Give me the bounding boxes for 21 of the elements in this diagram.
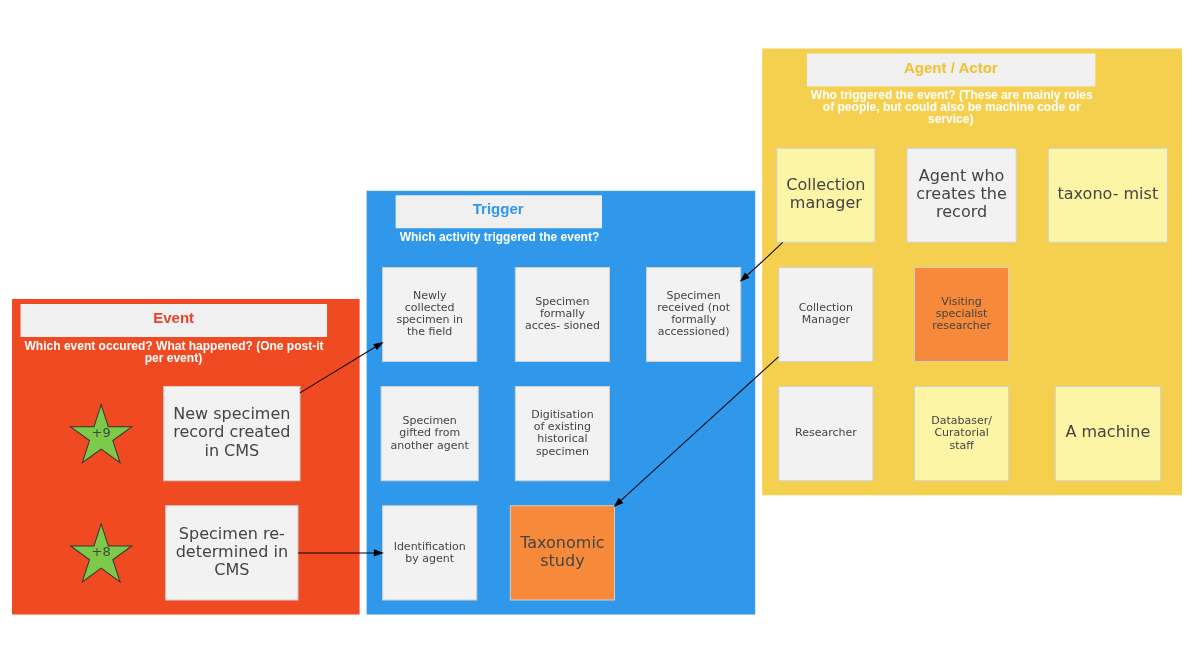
arrow xyxy=(297,549,383,557)
node-box: Visiting specialist researcher xyxy=(914,266,1010,363)
node-box: Digitisation of existing historical specimen xyxy=(514,386,610,482)
node-box: Researcher xyxy=(778,386,874,482)
node-box: taxono- mist xyxy=(1047,147,1168,243)
node-box: Agent who creates the record xyxy=(906,147,1017,243)
node-box: New specimen record created in CMS xyxy=(163,386,301,482)
node-box: Identification by agent xyxy=(382,505,478,601)
node-box: Collection Manager xyxy=(778,266,874,363)
node-box: A machine xyxy=(1054,386,1161,482)
node-box: Collection manager xyxy=(776,147,876,243)
arrow xyxy=(740,241,784,282)
arrow xyxy=(614,356,779,507)
node-box: Specimen formally acces- sioned xyxy=(514,266,610,363)
arrow xyxy=(299,342,383,394)
node-box: Newly collected specimen in the field xyxy=(382,266,478,363)
node-box: Databaser/ Curatorial staff xyxy=(914,386,1010,482)
node-box: Specimen gifted from another agent xyxy=(380,386,479,482)
node-box: Specimen re- determined in CMS xyxy=(165,505,299,601)
node-box: Specimen received (not formally accessioned) xyxy=(646,266,742,363)
node-box: Taxonomic study xyxy=(509,505,615,601)
